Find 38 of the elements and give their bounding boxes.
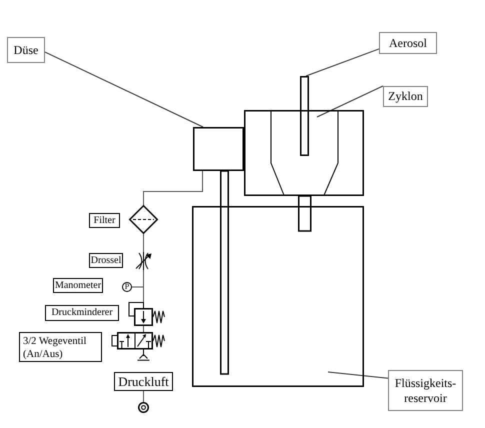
air-line [143, 234, 144, 252]
outlet-tube [300, 76, 309, 156]
leader-line [44, 52, 204, 128]
part-label: Druckminderer [51, 307, 113, 319]
label-box [379, 32, 437, 54]
air-line [143, 390, 144, 402]
part-label: Aerosol [389, 36, 427, 50]
part-label: Zyklon [388, 89, 423, 104]
leader-line [306, 48, 380, 76]
part-label: 3/2 Wegeventil (An/Aus) [23, 335, 88, 362]
air-source-symbol [138, 402, 149, 413]
label-box [45, 305, 119, 321]
label-box [89, 213, 120, 228]
air-line [143, 326, 144, 332]
throttle-symbol [134, 252, 153, 270]
part-label: Düse [14, 42, 38, 58]
part-label: Filter [94, 214, 116, 226]
symbol-letter: P [124, 283, 130, 291]
label-box [114, 372, 173, 391]
part-label: Drossel [90, 254, 122, 266]
label-box [7, 37, 45, 63]
label-box [388, 370, 463, 411]
part-label: Druckluft [118, 374, 169, 390]
air-line [132, 286, 144, 302]
cyclone-body [244, 110, 364, 196]
nozzle-block [193, 127, 244, 171]
leader-line [328, 372, 388, 379]
manometer-symbol [122, 282, 132, 292]
liquid-reservoir [192, 206, 364, 387]
label-box [383, 86, 428, 107]
air-line [143, 170, 203, 206]
leader-line [316, 86, 384, 118]
part-label: Manometer [54, 280, 102, 292]
valve-symbol [110, 332, 165, 361]
filter-symbol [129, 205, 158, 234]
part-label: Flüssigkeits- reservoir [394, 376, 458, 405]
label-box [19, 332, 102, 362]
pressure-reducer-symbol [128, 302, 165, 326]
